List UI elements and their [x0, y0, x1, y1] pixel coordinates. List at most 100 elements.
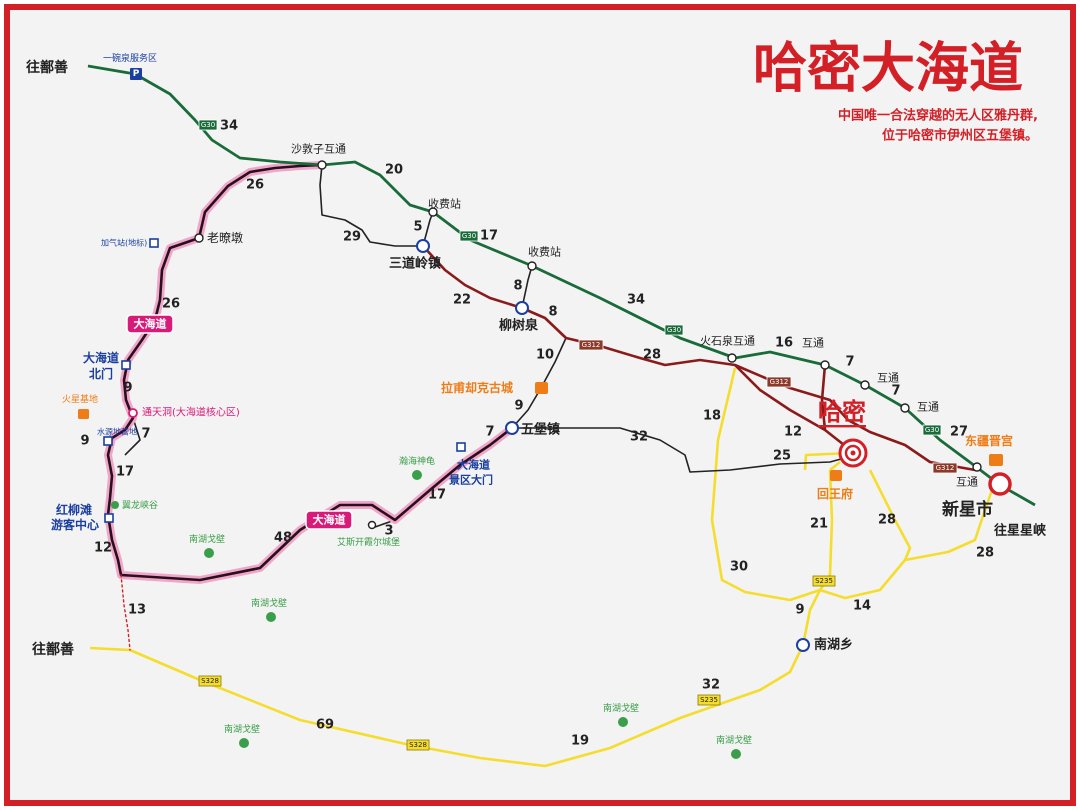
- g312-badge: G312: [932, 462, 958, 474]
- label-nanhu-gobi-4: 南湖戈壁: [603, 702, 639, 714]
- label-wangshan-top: 往鄯善: [26, 59, 68, 76]
- distance-label: 30: [730, 560, 748, 575]
- label-nanhu-gobi-5: 南湖戈壁: [716, 734, 752, 746]
- bus-icon: [149, 238, 159, 248]
- svg-text:S235: S235: [700, 696, 718, 704]
- map-frame: [4, 4, 1076, 806]
- distance-label: 32: [630, 430, 648, 445]
- distance-label: 7: [485, 425, 494, 440]
- distance-label: 9: [514, 399, 523, 414]
- label-laoliaodun: 老暸墩: [207, 230, 243, 245]
- label-nanhu-gobi-1: 南湖戈壁: [189, 533, 225, 545]
- label-nanhu-town: 南湖乡: [814, 637, 853, 653]
- label-xingxingxia: 往星星峡: [994, 523, 1047, 539]
- distance-label: 9: [80, 434, 89, 449]
- label-hongliutan-1: 红柳滩: [56, 502, 92, 517]
- label-sfz1: 收费站: [428, 197, 461, 211]
- svg-text:大海道: 大海道: [134, 317, 167, 331]
- node-huoshiquan: [727, 353, 737, 363]
- label-hutong1: 互通: [802, 337, 824, 350]
- hanhai-icon: [412, 470, 422, 480]
- label-jiaqizhan: 加气站(地标): [101, 238, 147, 248]
- node-sfz1: [428, 207, 438, 217]
- label-wubao: 五堡镇: [521, 422, 560, 438]
- distance-label: 7: [845, 355, 854, 370]
- label-sfz2: 收费站: [528, 245, 561, 259]
- tongtiandong-icon: [128, 408, 138, 418]
- distance-label: 48: [274, 531, 292, 546]
- distance-label: 18: [703, 409, 721, 424]
- gobi-icon: [239, 738, 249, 748]
- county-roads: [124, 164, 853, 528]
- label-huoshiquan: 火石泉互通: [700, 334, 755, 348]
- label-dhd-gate-2: 景区大门: [448, 473, 493, 487]
- route-badges: G30 G30 G30 G30 G312 G312 G312 S235: [198, 119, 958, 751]
- g312-badge: G312: [766, 376, 792, 388]
- distance-label: 28: [976, 546, 994, 561]
- distance-label: 13: [128, 603, 146, 618]
- label-dhd-north-gate-2: 北门: [89, 366, 113, 381]
- distance-label: 25: [773, 449, 791, 464]
- distance-label: 26: [162, 297, 180, 312]
- node-sfz2: [527, 261, 537, 271]
- label-xinxing: 新星市: [942, 499, 993, 520]
- label-hutong4: 互通: [956, 476, 978, 489]
- distance-label: 28: [878, 513, 896, 528]
- gobi-icon: [204, 548, 214, 558]
- node-aisikai: [367, 520, 377, 530]
- label-labuquek: 拉甫却克古城: [441, 380, 513, 395]
- map-title: 哈密大海道: [753, 37, 1023, 100]
- distance-label: 32: [702, 678, 720, 693]
- map-subtitle-line-1: 中国唯一合法穿越的无人区雅丹群,: [838, 108, 1038, 124]
- distance-label: 20: [385, 163, 403, 178]
- distance-label: 3: [384, 524, 393, 539]
- svg-text:G30: G30: [667, 326, 681, 334]
- dahaidao-badge: 大海道: [305, 510, 353, 530]
- junction-nodes: [194, 160, 982, 530]
- label-huoxing: 火星基地: [62, 393, 98, 405]
- svg-text:大海道: 大海道: [313, 513, 346, 527]
- distance-label: 10: [536, 348, 554, 363]
- distance-label: 12: [784, 425, 802, 440]
- distance-label: 21: [810, 517, 828, 532]
- bus-icon: [104, 513, 114, 523]
- distance-label: 16: [775, 336, 793, 351]
- distance-label: 7: [891, 384, 900, 399]
- huiwangfu-icon: [830, 470, 842, 481]
- distance-label: 69: [316, 718, 334, 733]
- svg-text:G30: G30: [201, 121, 215, 129]
- g30-badge: G30: [664, 324, 684, 336]
- distance-label: 5: [413, 220, 422, 235]
- yilong-icon: [111, 501, 119, 509]
- label-huiwangfu: 回王府: [817, 486, 853, 501]
- map-subtitle-line-2: 位于哈密市伊州区五堡镇。: [882, 128, 1038, 144]
- label-shuiyuan: 水源地营地: [97, 427, 137, 437]
- distance-label: 14: [853, 599, 871, 614]
- hami-city-icon: [838, 438, 868, 468]
- svg-text:G312: G312: [770, 378, 789, 386]
- label-hutong3: 互通: [917, 401, 939, 414]
- parking-icon: P: [130, 68, 142, 80]
- node-hutong4: [972, 462, 982, 472]
- distance-label: 8: [513, 279, 522, 294]
- label-dhd-north-gate-1: 大海道: [83, 350, 119, 365]
- distance-label: 26: [246, 178, 264, 193]
- distance-label: 34: [627, 293, 645, 308]
- svg-text:P: P: [133, 69, 140, 79]
- node-hutong1: [820, 360, 830, 370]
- distance-label: 27: [950, 425, 968, 440]
- dongjiang-icon: [989, 454, 1003, 466]
- svg-text:G312: G312: [936, 464, 955, 472]
- label-aisikai: 艾斯开霞尔城堡: [337, 536, 400, 548]
- s235-badge: S235: [812, 575, 836, 587]
- dahaidao-badge: 大海道: [126, 314, 174, 334]
- bus-icon: [121, 360, 131, 370]
- labuquek-icon: [535, 382, 548, 394]
- gobi-icon: [618, 717, 628, 727]
- distance-label: 29: [343, 230, 361, 245]
- bus-icon: [103, 436, 113, 446]
- label-yilong: 翼龙峡谷: [122, 499, 158, 511]
- svg-text:S235: S235: [815, 577, 833, 585]
- place-labels: 往鄯善 往鄯善 一碗泉服务区 沙敦子互通 收费站 收费站 三道岭镇 柳树泉 火石…: [26, 52, 1047, 746]
- s328-badge: S328: [406, 739, 430, 751]
